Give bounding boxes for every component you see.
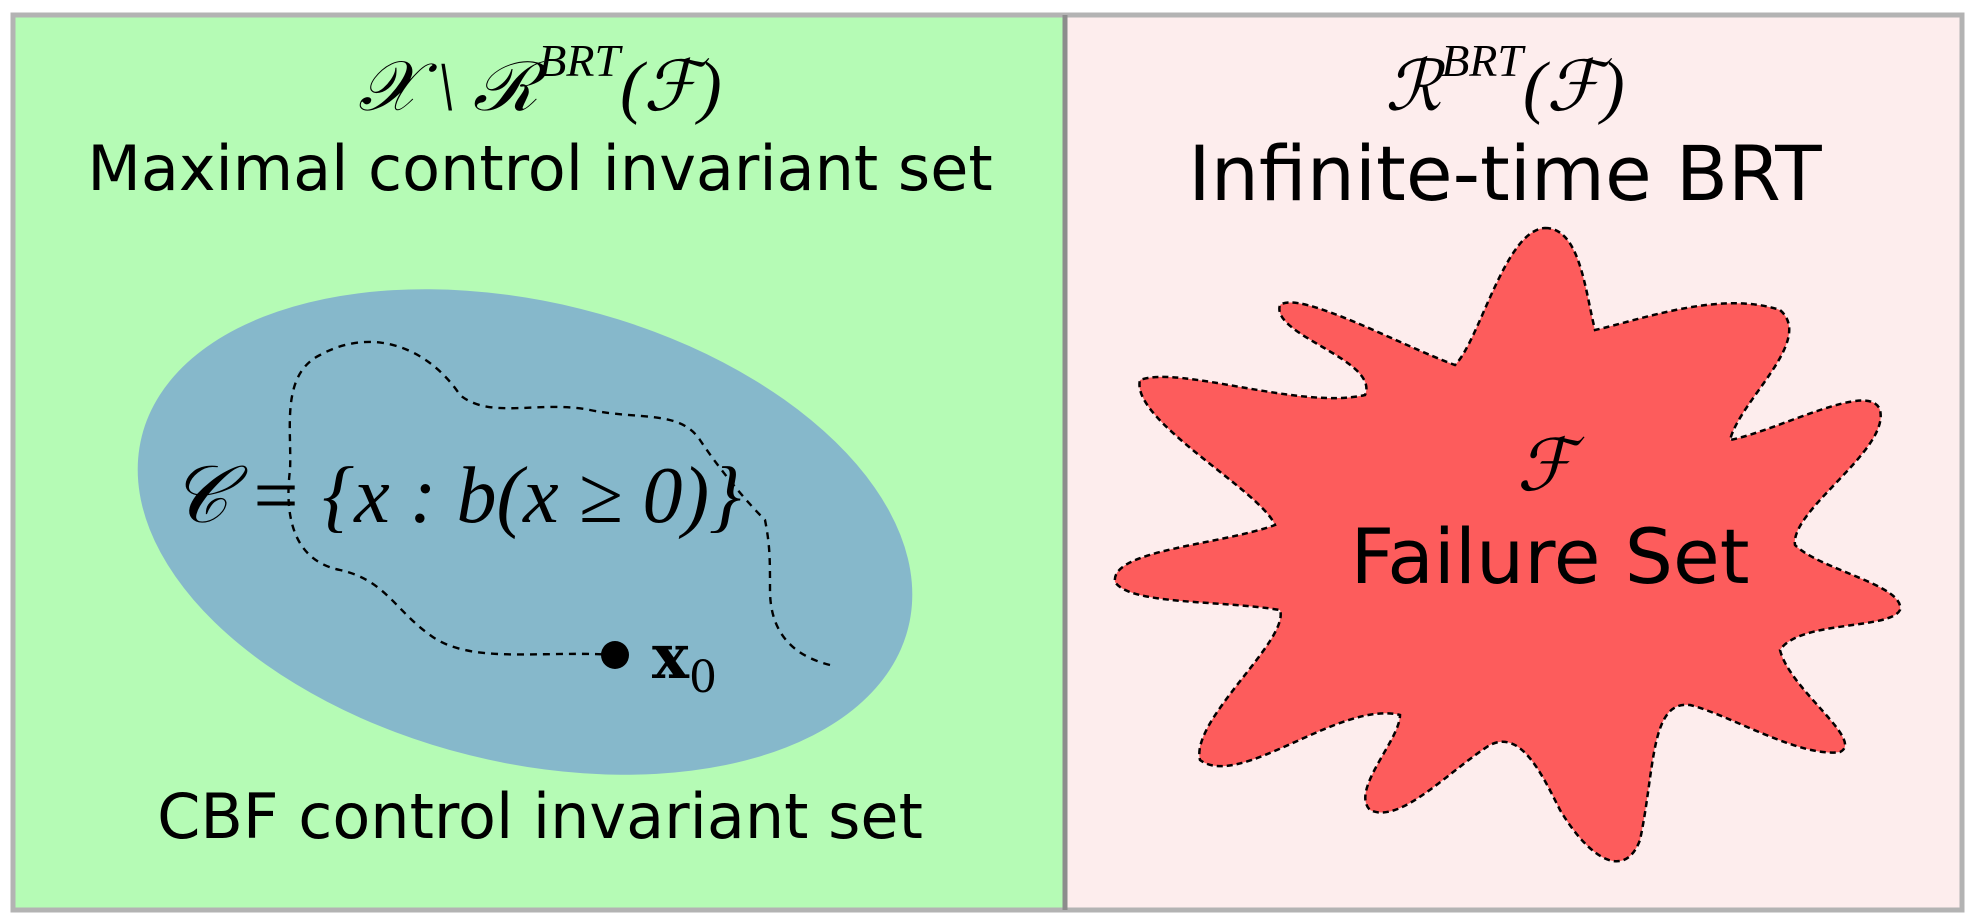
- cbf-safe-set-ellipse: [137, 289, 913, 775]
- left-title: Maximal control invariant set: [87, 132, 992, 205]
- failure-label: Failure Set: [1351, 512, 1750, 601]
- right-title: Infinite-time BRT: [1188, 129, 1822, 218]
- initial-state-point: [601, 641, 629, 669]
- trajectory-dashed: [287, 340, 831, 667]
- failure-set-shape: [1113, 226, 1902, 863]
- left-math-title: 𝒳 \ ℛBRT(ℱ): [358, 35, 721, 126]
- set-expression: 𝒞 = {x : b(x ≥ 0)}: [170, 452, 741, 540]
- right-math-title: ℛBRT(ℱ): [1385, 35, 1624, 126]
- cbf-label: CBF control invariant set: [157, 780, 923, 853]
- initial-state-label: x0: [652, 620, 717, 703]
- outer-border: [10, 12, 1965, 913]
